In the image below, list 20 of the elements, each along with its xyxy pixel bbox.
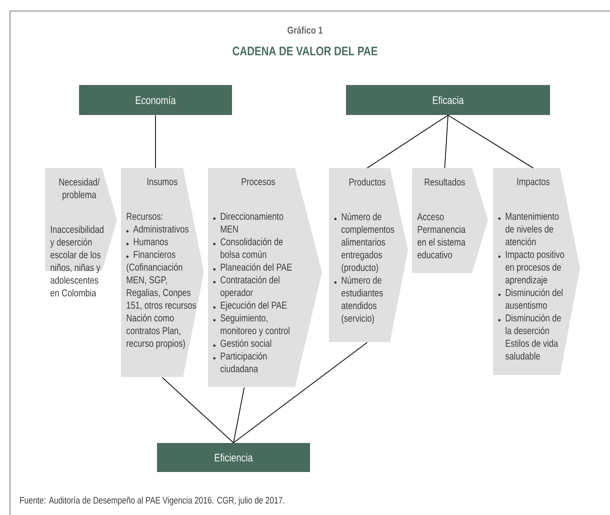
category-box: Eficacia (346, 85, 550, 115)
connector-line (162, 377, 234, 444)
connector-line (233, 387, 245, 444)
connector-line (233, 342, 368, 444)
connector-line (366, 114, 448, 168)
node-label: adolescentes en Colombia (50, 276, 98, 296)
connector-line (155, 114, 156, 168)
chevron-box: Procesos Direccionamiento MEN Consolidación de bolsa común Planeación del PAE Contratación del operador Ejecución del PAE Seguimiento, monitoreo y control Gestión social Participación ciudadana (208, 168, 322, 387)
chevron-box: Necesidad/ problema Inaccesibilidad y deserción escolar de los niños, niñas y adolescentes en Colombia (45, 168, 117, 296)
chevron-box: Resultados Acceso Permanencia en el sistema educativo (412, 168, 488, 273)
chevron-box: Insumos Recursos: Administrativos Humanos Financieros (Cofinanciación MEN, SGP, Regalias, Conpes 151, otros recursos Nación como contratos Plan, recurso propios) (121, 168, 204, 377)
source-note: Fuente: Auditoría de Desempeño al PAE Vigencia 2016. CGR, julio de 2017. (20, 496, 284, 506)
chart-title: CADENA DE VALOR DEL PAE (232, 46, 378, 56)
figure-number: Gráfico 1 (288, 26, 323, 34)
chevron-box: Impactos Mantenimiento de niveles de atención Impacto positivo en procesos de aprendizaje Disminución del ausentismo Disminución de la deserción Estilos de vida saludable (493, 168, 580, 375)
category-box: Economía (79, 85, 232, 115)
connector-line (444, 114, 448, 168)
category-box: Eficiencia (157, 443, 310, 472)
connector-line (448, 114, 534, 168)
chevron-box: Productos Número de complementos alimentarios entregados (producto) Número de estudiantes atendidos (servicio) (329, 168, 408, 342)
